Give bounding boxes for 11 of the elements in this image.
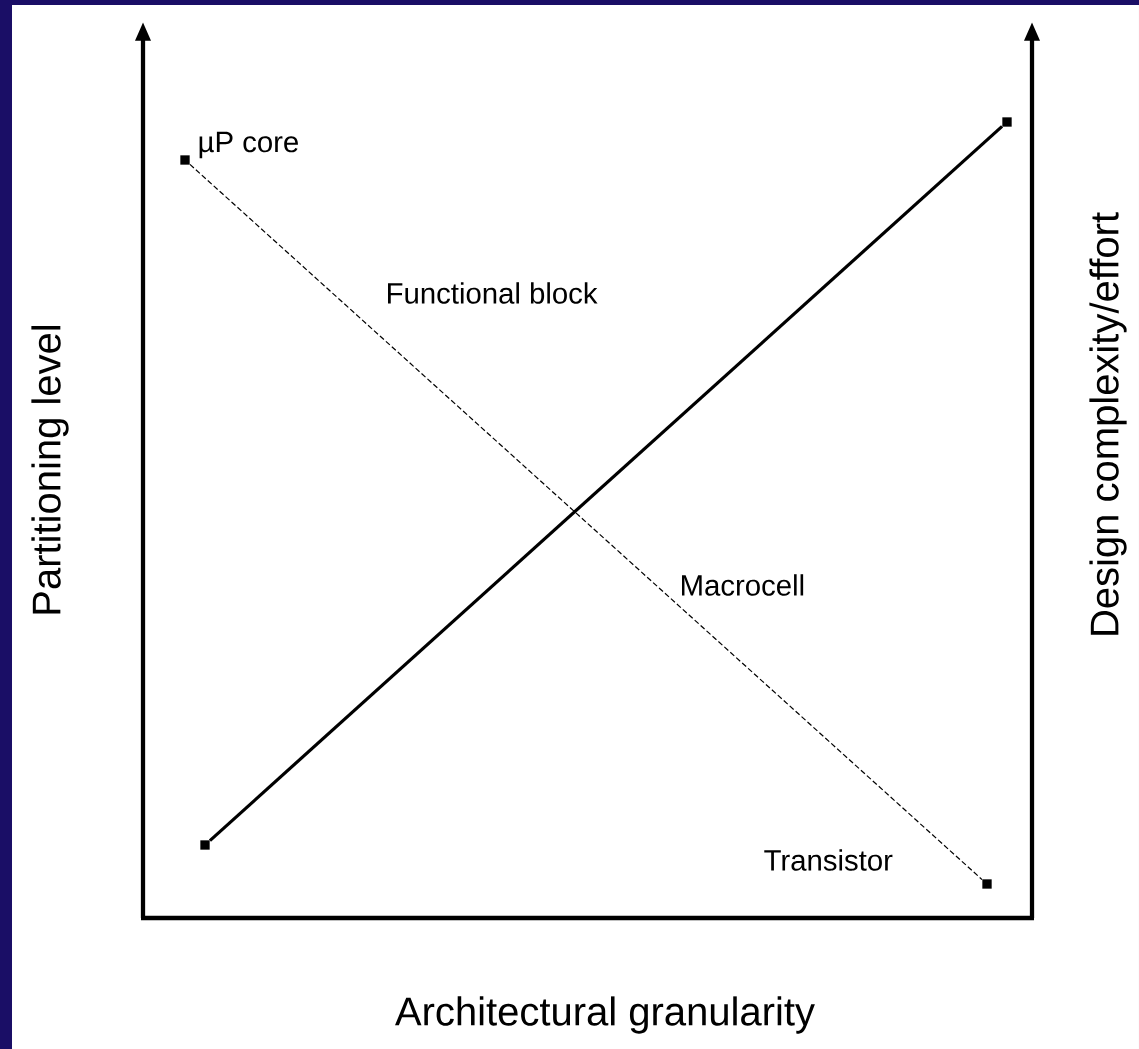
axis-title: Design complexity/effort xyxy=(1089,212,1127,635)
point-label: µP core xyxy=(199,131,298,159)
point-label: Macrocell xyxy=(682,574,804,596)
axis-title: Architectural granularity xyxy=(395,996,815,1034)
point-marker xyxy=(1002,117,1012,127)
point-label: Transistor xyxy=(764,849,893,871)
point-marker xyxy=(200,840,210,850)
point-marker xyxy=(180,155,190,165)
axis-title: Partitioning level xyxy=(31,326,69,614)
point-marker xyxy=(982,879,992,889)
point-label: Functional block xyxy=(388,282,598,304)
